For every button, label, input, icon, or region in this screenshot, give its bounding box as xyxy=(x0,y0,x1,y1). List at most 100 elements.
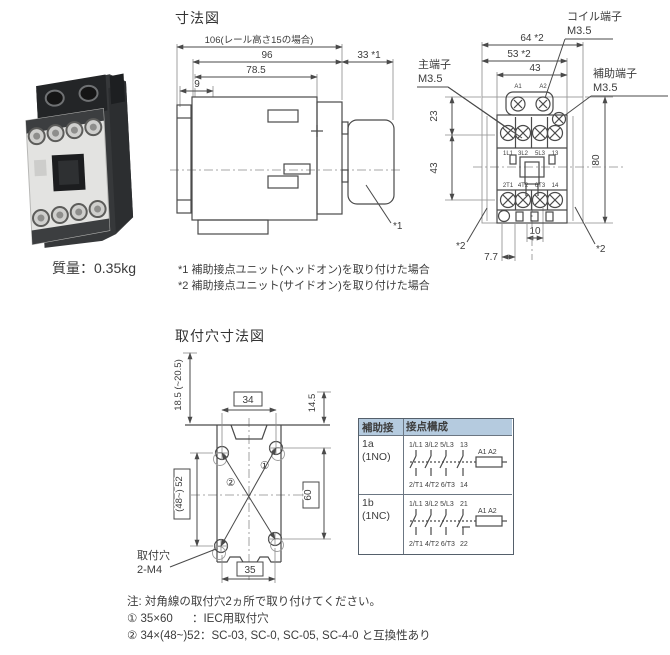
mount-hole-size: 2-M4 xyxy=(137,564,162,576)
star2-right: *2 xyxy=(596,244,606,255)
dim-33: 33 *1 xyxy=(357,50,381,61)
bottom-screw-row xyxy=(31,200,107,228)
coil-terminal-a2: A2 xyxy=(539,84,547,90)
dim-60: 60 xyxy=(303,489,314,501)
table-header-row: 補助接点 接点構成 xyxy=(359,419,513,449)
aux-contact-table: 補助接点 接点構成 1a (1NO) 1/L1 3/L2 5/L3 13 A1 … xyxy=(358,418,514,555)
front-bottom-screws xyxy=(499,191,564,209)
term-5l3: 5L3 xyxy=(535,151,546,157)
coil-terminal-a1: A1 xyxy=(514,84,522,90)
dim-18-5: 18.5 (~20.5) xyxy=(173,359,184,411)
term-1l1: 1L1 xyxy=(503,151,514,157)
circuit-symbols xyxy=(409,450,507,476)
dim-78-5: 78.5 xyxy=(246,65,266,76)
dim-106-rail: 106(レール高さ15の場合) xyxy=(205,34,314,46)
dim-43-left: 43 xyxy=(429,162,440,174)
dim-9: 9 xyxy=(194,79,200,90)
header-aux-contact: 補助接点 xyxy=(359,419,404,449)
dim-35: 35 xyxy=(244,565,256,576)
mount-dimension-lines xyxy=(183,352,331,583)
coil-terminal-size: M3.5 xyxy=(567,25,591,37)
footnote-1: *1 補助接点ユニット(ヘッドオン)を取り付けた場合 xyxy=(178,264,430,276)
row-1b-label: 1b (1NC) xyxy=(359,495,404,554)
aux-terminal-label: 補助端子 xyxy=(593,66,637,80)
row-1b-circuit-cell: 1/L1 3/L2 5/L3 21 A1 A2 2/T1 4/T2 6/T3 xyxy=(404,495,512,554)
term-2t1: 2T1 xyxy=(503,183,514,189)
product-weight-caption: 質量：0.35kg xyxy=(52,260,137,276)
dim-34: 34 xyxy=(242,395,254,406)
top-screw-row xyxy=(27,118,103,146)
row-1b-sub: (1NC) xyxy=(362,510,390,522)
aux-terminal-size: M3.5 xyxy=(593,82,617,94)
circuit-bottom-aux: 22 xyxy=(460,541,468,548)
circuit-top-aux: 13 xyxy=(460,442,468,449)
dim-53: 53 *2 xyxy=(507,49,531,60)
dim-7-7: 7.7 xyxy=(484,252,498,263)
dim-14-5: 14.5 xyxy=(307,394,318,413)
bottom-notes: 注: 対角線の取付穴2ヵ所で取り付けてください。 ① 35×60 ：IEC用取付… xyxy=(127,594,431,645)
dim-48-52: (48~) 52 xyxy=(174,476,185,512)
front-view-dimension-lines xyxy=(449,42,608,260)
front-view-leaders xyxy=(417,38,668,245)
dimension-footnotes: *1 補助接点ユニット(ヘッドオン)を取り付けた場合 *2 補助接点ユニット(サ… xyxy=(178,262,430,294)
dim-23-left: 23 xyxy=(429,110,440,122)
circuit-coil-terms: A1 A2 xyxy=(478,508,497,515)
table-row-1a: 1a (1NO) 1/L1 3/L2 5/L3 13 A1 A2 xyxy=(359,436,513,495)
footnote-2: *2 補助接点ユニット(サイドオン)を取り付けた場合 xyxy=(178,280,430,292)
mount-centerlines xyxy=(191,418,321,583)
mounting-hole-drawing: ① ② 18.5 (~20.5) 34 14.5 (48~) 52 60 xyxy=(137,352,331,583)
row-1b-code: 1b xyxy=(362,497,374,509)
term-4t2: 4T2 xyxy=(518,183,529,189)
circuit-top-terms: 1/L1 3/L2 5/L3 xyxy=(409,442,454,449)
mount-hole-leader xyxy=(169,548,217,568)
star1-leader xyxy=(365,184,392,224)
dim-64: 64 *2 xyxy=(520,33,544,44)
main-terminal-label: 主端子 xyxy=(418,58,451,71)
diagonal-marker-2: ② xyxy=(226,477,235,489)
circuit-1no: 1/L1 3/L2 5/L3 13 A1 A2 2/T1 4/T2 6/T3 1… xyxy=(409,442,507,489)
product-photo xyxy=(25,73,134,248)
front-top-screws xyxy=(499,124,564,142)
circuit-1nc: 1/L1 3/L2 5/L3 21 A1 A2 2/T1 4/T2 6/T3 xyxy=(409,501,507,548)
star2-left: *2 xyxy=(456,241,466,252)
circuit-bottom-terms: 2/T1 4/T2 6/T3 xyxy=(409,482,455,489)
term-3l2: 3L2 xyxy=(518,151,529,157)
diagonal-marker-1: ① xyxy=(260,460,269,472)
circuit-coil-terms: A1 A2 xyxy=(478,449,497,456)
circuit-top-terms: 1/L1 3/L2 5/L3 xyxy=(409,501,454,508)
mount-hole-label: 取付穴 xyxy=(137,548,170,562)
side-view-drawing: 106(レール高さ15の場合) 96 33 *1 78.5 9 *1 xyxy=(170,33,404,235)
side-view-body xyxy=(170,96,402,235)
front-view-drawing: 64 *2 53 *2 43 23 43 80 10 7.7 xyxy=(417,10,668,265)
circuit-symbols xyxy=(409,509,507,535)
circuit-top-aux: 21 xyxy=(460,501,468,508)
coil-terminal-label: コイル端子 xyxy=(567,10,622,23)
table-row-1b: 1b (1NC) 1/L1 3/L2 5/L3 21 A1 A2 xyxy=(359,495,513,554)
term-6t3: 6T3 xyxy=(535,183,546,189)
dim-80-right: 80 xyxy=(591,154,602,166)
row-1a-sub: (1NO) xyxy=(362,451,391,463)
star1-label: *1 xyxy=(393,221,403,232)
header-contact-config: 接点構成 xyxy=(404,419,512,436)
dim-96: 96 xyxy=(261,50,273,61)
mounting-title: 取付穴寸法図 xyxy=(175,328,265,344)
contactor-photo-shapes xyxy=(25,73,134,248)
circuit-bottom-terms: 2/T1 4/T2 6/T3 xyxy=(409,541,455,548)
term-14: 14 xyxy=(552,183,559,189)
note-line-2: ① 35×60 ：IEC用取付穴 xyxy=(127,613,269,625)
mount-diagonals xyxy=(220,447,277,547)
row-1a-code: 1a xyxy=(362,438,374,450)
circuit-bottom-aux: 14 xyxy=(460,482,468,489)
main-terminal-size: M3.5 xyxy=(418,73,442,85)
note-line-3: ② 34×(48~)52：SC-03, SC-0, SC-05, SC-4-0 … xyxy=(127,630,431,642)
note-line-1: 注: 対角線の取付穴2ヵ所で取り付けてください。 xyxy=(127,596,381,608)
side-view-dimension-lines xyxy=(176,44,394,94)
side-view-extension-lines xyxy=(176,44,394,120)
row-1a-label: 1a (1NO) xyxy=(359,436,404,495)
term-13: 13 xyxy=(552,151,559,157)
front-view-body xyxy=(473,91,623,260)
dim-43-top: 43 xyxy=(529,63,541,74)
row-1a-circuit-cell: 1/L1 3/L2 5/L3 13 A1 A2 2/T1 4/T2 6/T3 1… xyxy=(404,436,512,495)
dim-10: 10 xyxy=(529,226,541,237)
